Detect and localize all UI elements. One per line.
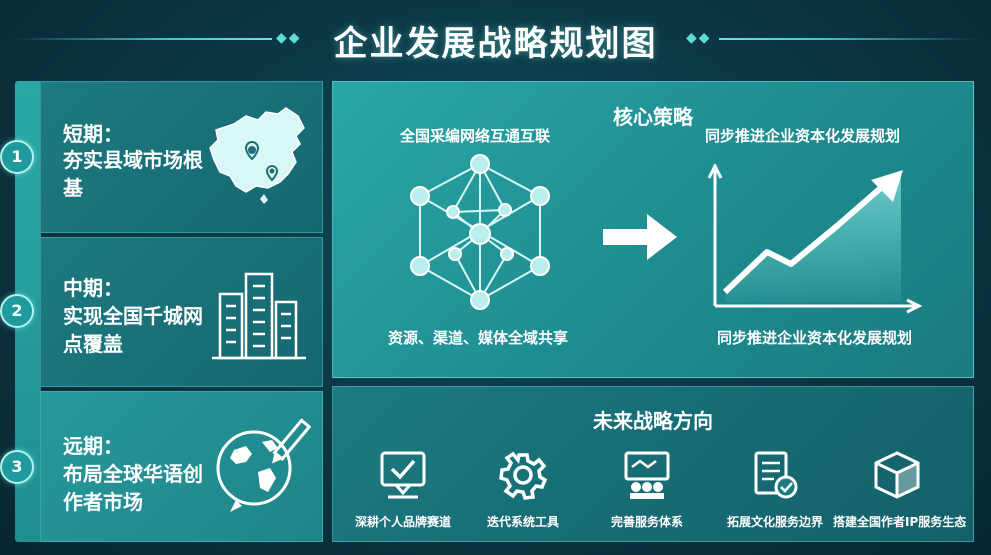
city-buildings-icon xyxy=(212,272,306,360)
network-title: 全国采编网络互通互联 xyxy=(400,127,551,145)
growth-title: 同步推进企业资本化发展规划 xyxy=(705,127,901,145)
future-item-author-ip-ecosystem: 搭建全国作者IP服务生态 xyxy=(833,449,967,530)
service-system-icon xyxy=(624,451,670,499)
page-title: 企业发展战略规划图 xyxy=(333,24,658,64)
phase-number-1: 1 xyxy=(0,140,34,174)
future-item-system-tools: 迭代系统工具 xyxy=(459,449,587,530)
network-caption: 资源、渠道、媒体全域共享 xyxy=(388,329,569,347)
phase-description: 夯实县域市场根基 xyxy=(63,148,203,200)
growth-caption: 同步推进企业资本化发展规划 xyxy=(717,329,913,347)
future-item-label: 完善服务体系 xyxy=(610,515,683,529)
arrow-right-icon xyxy=(603,214,677,260)
future-item-cultural-services: 拓展文化服务边界 xyxy=(711,449,839,530)
globe-pen-icon xyxy=(216,418,311,512)
core-strategy-panel: 核心策略 全国采编网络互通互联 同步推进企业资本化发展规划 xyxy=(332,81,974,378)
phase-card-mid-term: 中期： 实现全国千城网点覆盖 xyxy=(40,237,323,387)
china-map-icon xyxy=(209,107,305,204)
title-line-right xyxy=(719,38,979,40)
future-strategy-panel: 未来战略方向 深耕个人品牌赛道 迭代系统工具 完善服务体系 xyxy=(332,386,974,542)
future-item-label: 搭建全国作者IP服务生态 xyxy=(833,515,967,529)
phase-label: 中期： xyxy=(63,276,123,300)
gear-icon xyxy=(499,451,548,500)
title-bar: ◆◆ 企业发展战略规划图 ◆◆ xyxy=(0,14,991,64)
title-ornament-right: ◆◆ xyxy=(686,30,712,46)
phase-card-short-term: 短期： 夯实县域市场根基 xyxy=(40,81,323,233)
future-item-label: 深耕个人品牌赛道 xyxy=(354,515,451,529)
network-graph-icon xyxy=(410,154,550,310)
title-line-left xyxy=(12,38,272,40)
phase-number-2: 2 xyxy=(0,294,34,328)
phase-number-3: 3 xyxy=(0,450,34,484)
document-check-icon xyxy=(754,451,798,499)
phase-label: 短期： xyxy=(63,122,123,146)
title-ornament-left: ◆◆ xyxy=(276,30,302,46)
future-item-service-system: 完善服务体系 xyxy=(583,449,711,530)
future-item-personal-brand: 深耕个人品牌赛道 xyxy=(339,449,467,530)
future-item-label: 迭代系统工具 xyxy=(486,515,559,529)
future-item-label: 拓展文化服务边界 xyxy=(726,515,823,529)
phase-card-long-term: 远期： 布局全球华语创作者市场 xyxy=(40,391,323,542)
growth-chart-icon xyxy=(707,164,923,314)
monitor-check-icon xyxy=(380,451,426,499)
future-strategy-title: 未来战略方向 xyxy=(593,409,713,433)
phase-description: 布局全球华语创作者市场 xyxy=(63,462,203,514)
phase-description: 实现全国千城网点覆盖 xyxy=(63,304,203,356)
core-strategy-title: 核心策略 xyxy=(613,105,693,129)
cube-icon xyxy=(874,451,920,499)
phase-label: 远期： xyxy=(63,434,123,458)
